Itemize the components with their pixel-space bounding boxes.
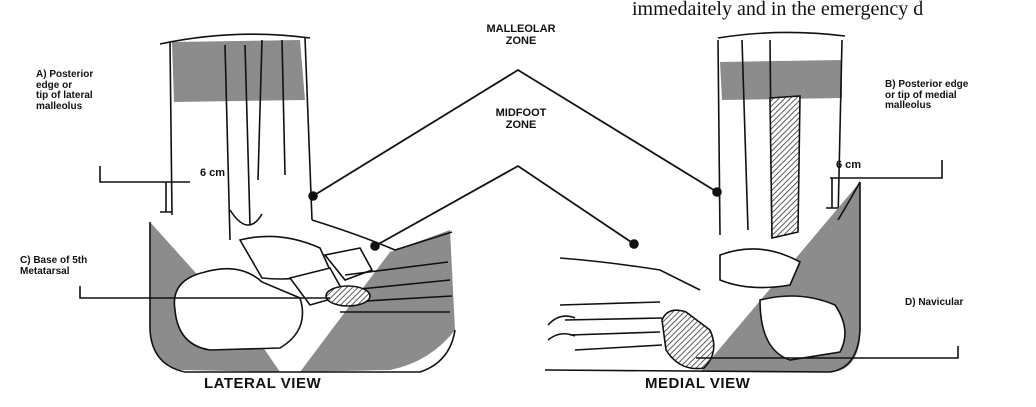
- lateral-leg-band: [172, 40, 305, 102]
- label-a-lateral-malleolus: A) Posterior edge or tip of lateral mall…: [36, 70, 93, 112]
- midfoot-zone-label: MIDFOOT ZONE: [446, 108, 596, 131]
- measure-6cm-medial: 6 cm: [836, 160, 861, 172]
- navicular-bone: [662, 310, 714, 368]
- medial-malleolus-strip: [770, 96, 800, 238]
- lateral-foot: [80, 34, 455, 372]
- lateral-view-title: LATERAL VIEW: [204, 376, 321, 392]
- medial-leg-band: [720, 60, 842, 100]
- measure-6cm-lateral: 6 cm: [200, 168, 225, 180]
- malleolar-zone-lines: [313, 70, 717, 196]
- cut-off-heading-text: immedaitely and in the emergency d: [632, 0, 923, 21]
- label-c-fifth-metatarsal: C) Base of 5th Metatarsal: [20, 256, 87, 277]
- malleolar-zone-label: MALLEOLAR ZONE: [446, 24, 596, 47]
- zone-lines: [313, 70, 717, 246]
- midfoot-zone-lines: [375, 166, 634, 246]
- label-b-medial-malleolus: B) Posterior edge or tip of medial malle…: [885, 80, 968, 112]
- label-d-navicular: D) Navicular: [905, 298, 963, 309]
- medial-view-title: MEDIAL VIEW: [645, 376, 750, 392]
- fifth-metatarsal-base: [326, 286, 370, 306]
